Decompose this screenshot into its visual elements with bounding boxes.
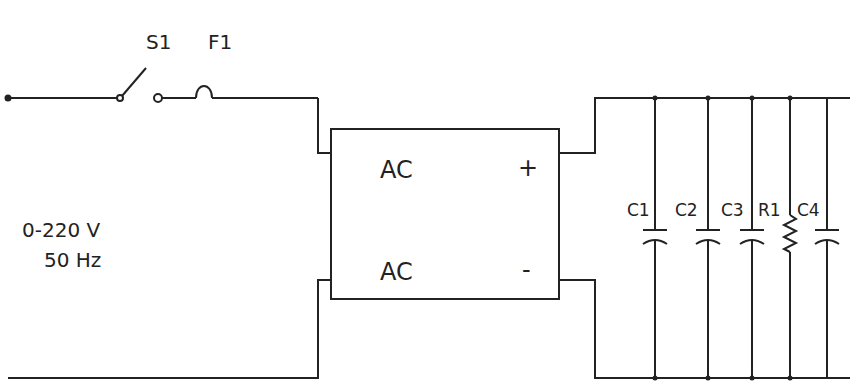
switch-label: S1 [146, 32, 171, 52]
capacitor-symbol [740, 229, 764, 231]
capacitor-symbol [696, 229, 720, 231]
wire [560, 98, 850, 153]
fuse-symbol [196, 86, 212, 98]
terminal-label: - [522, 258, 531, 282]
part-label: C4 [797, 202, 820, 219]
wire [8, 280, 330, 378]
capacitor-symbol [815, 229, 839, 231]
bridge-rectifier-box: AC + AC - [330, 128, 560, 300]
part-label: C1 [627, 202, 650, 219]
part-label: C2 [675, 202, 698, 219]
resistor-symbol [784, 215, 796, 252]
terminal-label: + [518, 156, 538, 180]
wire [212, 97, 318, 99]
supply-voltage: 0-220 V [22, 220, 100, 240]
fuse-label: F1 [208, 32, 232, 52]
wire [560, 280, 850, 378]
capacitor-symbol [643, 229, 667, 231]
terminal-label: AC [380, 158, 413, 182]
supply-frequency: 50 Hz [44, 250, 101, 270]
part-label: R1 [758, 202, 781, 219]
wire [318, 98, 330, 153]
part-label: C3 [721, 202, 744, 219]
wire [8, 97, 120, 99]
wire [162, 97, 196, 99]
switch-contact [154, 94, 162, 102]
terminal-label: AC [380, 260, 413, 284]
switch-symbol [122, 68, 146, 96]
